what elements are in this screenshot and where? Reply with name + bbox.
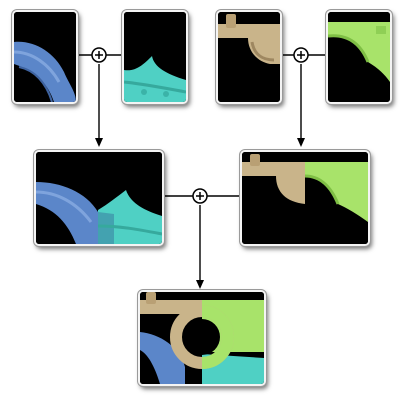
input-tile-teal <box>122 10 188 104</box>
merged-tile-tan-lime <box>240 150 370 246</box>
tan-lime-merge-image <box>242 152 368 244</box>
input-tile-lime <box>326 10 392 104</box>
arrowhead <box>196 280 204 289</box>
blue-teal-merge-image <box>36 152 162 244</box>
input-tile-tan <box>216 10 282 104</box>
blue-fragment-image <box>14 12 76 102</box>
plus-circle-icon <box>91 47 107 63</box>
final-merge-image <box>140 292 264 384</box>
lime-fragment-image <box>328 12 390 102</box>
input-tile-blue <box>12 10 78 104</box>
plus-circle-icon <box>293 47 309 63</box>
tan-fragment-image <box>218 12 280 102</box>
plus-circle-icon <box>95 51 103 59</box>
arrowhead <box>95 138 103 147</box>
teal-fragment-image <box>124 12 186 102</box>
plus-circle-icon <box>192 188 208 204</box>
plus-circle-icon <box>196 192 204 200</box>
plus-circle-icon <box>297 51 305 59</box>
arrowhead <box>297 138 305 147</box>
merged-tile-blue-teal <box>34 150 164 246</box>
final-merged-tile <box>138 290 266 386</box>
